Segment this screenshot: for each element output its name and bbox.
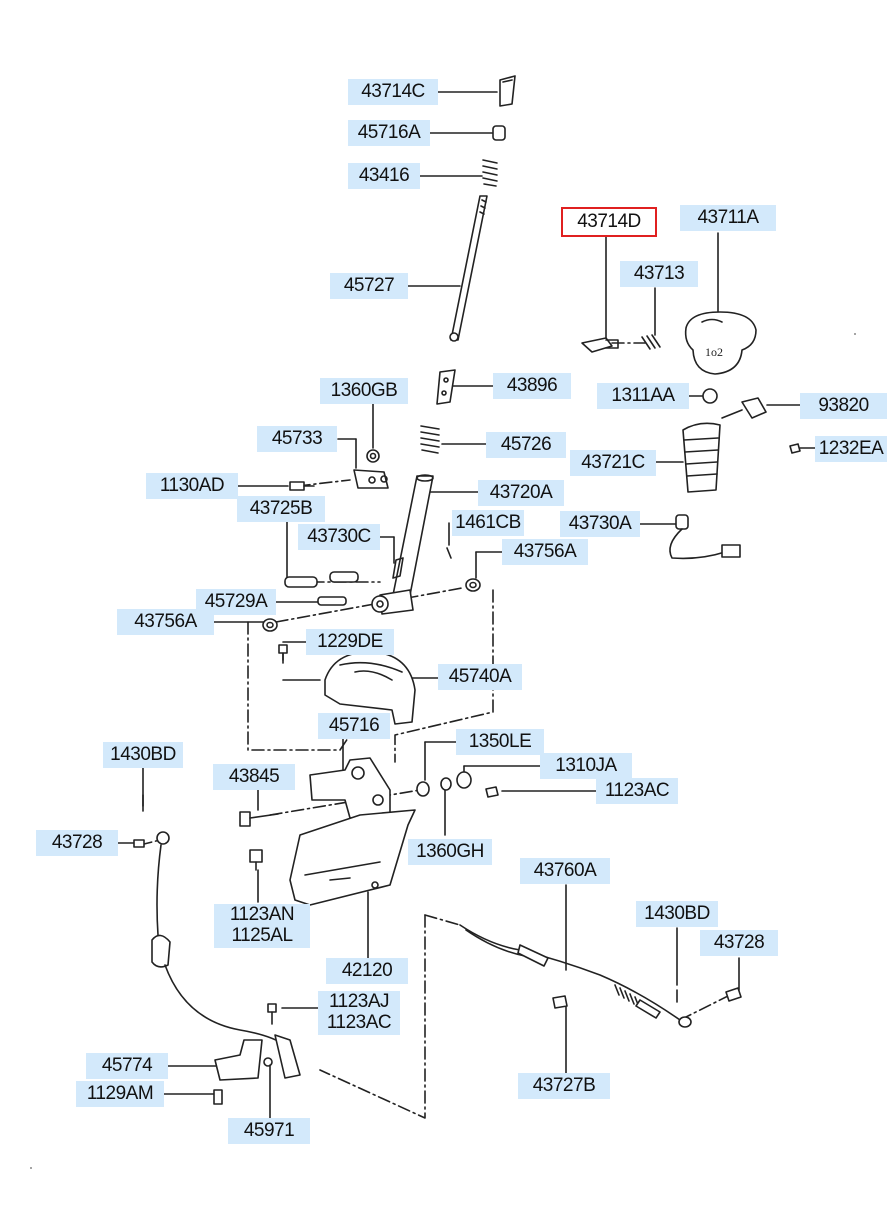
label-43896[interactable]: 43896 [493,373,571,399]
label-43714D[interactable]: 43714D [561,207,657,237]
label-43760A[interactable]: 43760A [520,858,610,884]
label-43728-right[interactable]: 43728 [700,930,778,956]
label-42120[interactable]: 42120 [326,958,408,984]
cable-parts [133,794,742,1105]
leader-lines [109,91,818,1119]
label-43727B[interactable]: 43727B [518,1073,610,1099]
label-1350LE[interactable]: 1350LE [456,729,544,755]
label-45774[interactable]: 45774 [86,1053,168,1079]
label-45727[interactable]: 45727 [330,273,408,299]
label-43714C[interactable]: 43714C [348,79,438,105]
label-1430BD-right[interactable]: 1430BD [636,901,718,927]
knob-parts: 1o2 [581,311,801,560]
label-43845[interactable]: 43845 [213,764,295,790]
label-1311AA[interactable]: 1311AA [597,383,689,409]
label-45716[interactable]: 45716 [318,713,390,739]
svg-text:1o2: 1o2 [705,345,723,359]
label-45726[interactable]: 45726 [486,432,566,458]
label-1129AM[interactable]: 1129AM [76,1081,164,1107]
label-45740A[interactable]: 45740A [438,664,522,690]
label-1310JA[interactable]: 1310JA [540,753,632,779]
label-1229DE[interactable]: 1229DE [306,629,394,655]
label-43416[interactable]: 43416 [348,163,420,189]
label-43730A[interactable]: 43730A [560,511,640,537]
label-1232EA[interactable]: 1232EA [815,436,887,462]
label-1360GH[interactable]: 1360GH [408,839,492,865]
label-1130AD[interactable]: 1130AD [146,473,238,499]
label-1360GB[interactable]: 1360GB [320,378,408,404]
label-1461CB[interactable]: 1461CB [452,510,524,536]
label-1430BD-left[interactable]: 1430BD [103,742,183,768]
label-43711A[interactable]: 43711A [680,205,776,231]
shift-lever-parts [239,75,516,906]
label-43756A-left[interactable]: 43756A [117,609,214,635]
label-45971[interactable]: 45971 [228,1118,310,1144]
label-43720A[interactable]: 43720A [478,480,564,506]
label-1123AC-right[interactable]: 1123AC [596,778,678,804]
label-43721C[interactable]: 43721C [570,450,656,476]
label-43756A-top[interactable]: 43756A [502,539,588,565]
label-1123AN-1125AL[interactable]: 1123AN 1125AL [214,904,310,948]
label-93820[interactable]: 93820 [800,393,887,419]
label-43725B[interactable]: 43725B [237,496,325,522]
label-45716A[interactable]: 45716A [348,120,430,146]
label-1123AJ-1123AC[interactable]: 1123AJ 1123AC [318,991,400,1035]
label-45733[interactable]: 45733 [257,426,337,452]
label-43730C[interactable]: 43730C [298,524,380,550]
label-43713[interactable]: 43713 [620,261,698,287]
label-43728-left[interactable]: 43728 [36,830,118,856]
